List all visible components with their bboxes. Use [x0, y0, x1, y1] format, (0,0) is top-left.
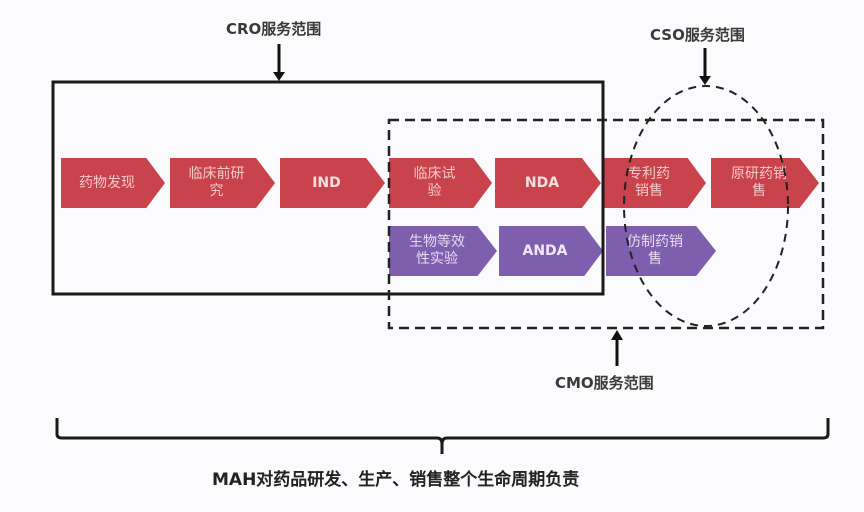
step-drug-discovery: 药物发现 [61, 158, 165, 208]
step-nda: NDA [495, 158, 601, 208]
cro-scope-box [51, 80, 605, 296]
mah-brace [55, 418, 830, 454]
step-clinical-trial: 临床试验 [389, 158, 492, 208]
cmo-scope-label: CMO服务范围 [555, 374, 654, 392]
step-original-drug-sales: 原研药销售 [711, 158, 819, 208]
step-ind: IND [280, 158, 385, 208]
cso-scope-ellipse [623, 85, 789, 327]
step-patent-drug-sales: 专利药销售 [604, 158, 706, 208]
mah-responsibility-label: MAH对药品研发、生产、销售整个生命周期负责 [212, 470, 580, 490]
cso-scope-label: CSO服务范围 [650, 26, 745, 44]
cso-arrow-icon [699, 48, 711, 85]
step-anda: ANDA [499, 226, 603, 276]
cro-arrow-icon [273, 44, 285, 81]
step-preclinical-research: 临床前研究 [170, 158, 275, 208]
step-bioequivalence-test: 生物等效性实验 [389, 226, 497, 276]
cmo-scope-box [387, 118, 825, 330]
step-generic-drug-sales: 仿制药销售 [606, 226, 716, 276]
cmo-arrow-icon [611, 330, 623, 366]
cro-scope-label: CRO服务范围 [226, 20, 322, 38]
